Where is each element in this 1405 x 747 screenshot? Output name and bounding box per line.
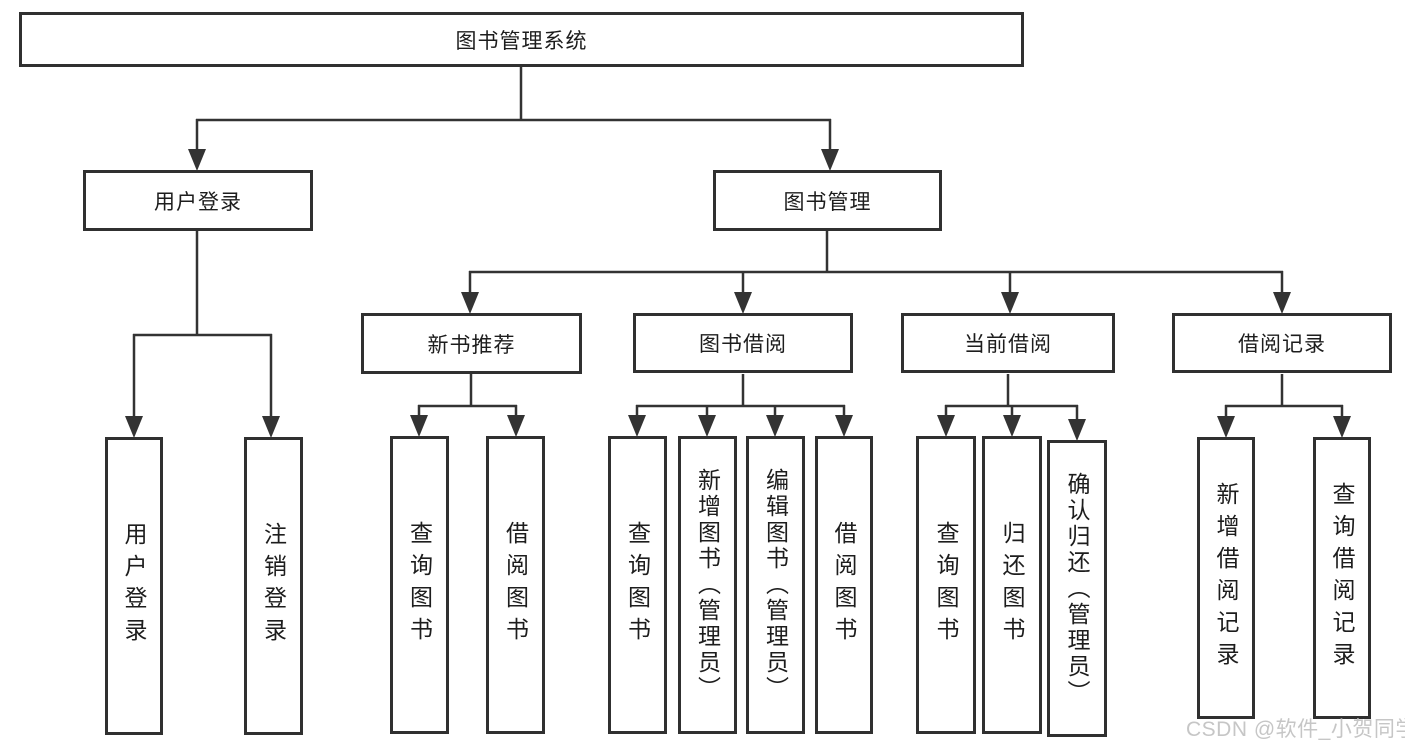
leaf-current-query-book: 查询图书 xyxy=(916,436,976,734)
leaf-recommend-borrow-book-label: 借阅图书 xyxy=(502,521,529,649)
node-borrow-records: 借阅记录 xyxy=(1172,313,1392,373)
leaf-add-book-admin-label: 新增图书（管理员） xyxy=(694,468,721,702)
leaf-logout: 注销登录 xyxy=(244,437,303,735)
leaf-current-query-book-label: 查询图书 xyxy=(933,521,959,649)
node-user-login-group: 用户登录 xyxy=(83,170,313,231)
leaf-borrow-book-label: 借阅图书 xyxy=(831,521,857,649)
node-book-borrow-label: 图书借阅 xyxy=(699,333,787,356)
leaf-add-borrow-record-label: 新增借阅记录 xyxy=(1213,482,1239,674)
leaf-query-borrow-record: 查询借阅记录 xyxy=(1313,437,1371,719)
node-new-book-recommend: 新书推荐 xyxy=(361,313,582,374)
csdn-watermark: CSDN @软件_小贺同学 xyxy=(1186,718,1405,741)
leaf-confirm-return-admin: 确认归还（管理员） xyxy=(1047,440,1107,737)
leaf-borrow-query-book: 查询图书 xyxy=(608,436,667,734)
leaf-borrow-book: 借阅图书 xyxy=(815,436,873,734)
leaf-confirm-return-admin-label: 确认归还（管理员） xyxy=(1064,471,1090,706)
leaf-edit-book-admin-label: 编辑图书（管理员） xyxy=(762,468,789,702)
leaf-recommend-borrow-book: 借阅图书 xyxy=(486,436,545,734)
node-current-borrow-label: 当前借阅 xyxy=(964,333,1052,356)
leaf-user-login-label: 用户登录 xyxy=(121,522,147,650)
leaf-return-book: 归还图书 xyxy=(982,436,1042,734)
leaf-add-book-admin: 新增图书（管理员） xyxy=(678,436,737,734)
node-new-book-recommend-label: 新书推荐 xyxy=(427,333,516,357)
leaf-return-book-label: 归还图书 xyxy=(999,521,1025,649)
node-user-login-group-label: 用户登录 xyxy=(154,190,242,214)
leaf-query-borrow-record-label: 查询借阅记录 xyxy=(1329,482,1355,674)
leaf-logout-label: 注销登录 xyxy=(260,522,287,650)
node-book-management: 图书管理 xyxy=(713,170,942,231)
leaf-borrow-query-book-label: 查询图书 xyxy=(624,521,651,649)
node-system-root: 图书管理系统 xyxy=(19,12,1024,67)
node-book-management-label: 图书管理 xyxy=(783,190,872,214)
leaf-add-borrow-record: 新增借阅记录 xyxy=(1197,437,1255,719)
leaf-recommend-query-book: 查询图书 xyxy=(390,436,449,734)
leaf-user-login: 用户登录 xyxy=(105,437,163,735)
node-current-borrow: 当前借阅 xyxy=(901,313,1115,373)
leaf-edit-book-admin: 编辑图书（管理员） xyxy=(746,436,805,734)
node-system-root-label: 图书管理系统 xyxy=(455,29,588,53)
leaf-recommend-query-book-label: 查询图书 xyxy=(406,521,433,649)
node-book-borrow: 图书借阅 xyxy=(633,313,853,373)
node-borrow-records-label: 借阅记录 xyxy=(1238,333,1326,356)
